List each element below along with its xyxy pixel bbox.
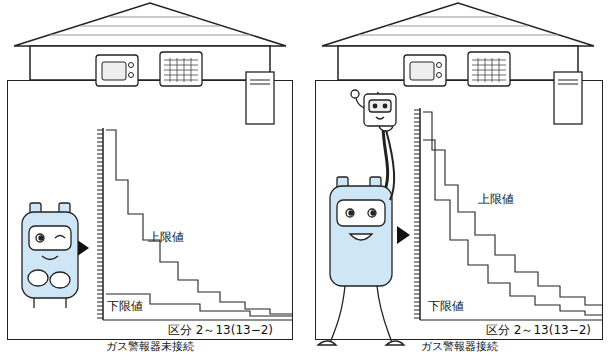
panel-frame: ガス警報器未接続 [7,80,293,340]
chart-label: 下限値 [107,299,143,313]
staircase-chart [423,140,603,315]
house-left [14,3,286,124]
meter-mascot-left [29,226,71,250]
meter-mascot-left [22,212,78,298]
meter-mascot-right [330,186,392,286]
meter-mascot-right [337,200,385,226]
meter-mascot-right [383,125,388,190]
house-right [322,3,594,124]
staircase-chart [423,112,603,305]
gas-alarm-character [351,90,396,126]
meter-mascot-right [386,130,394,200]
meter-mascot-right [349,211,353,215]
scale-ruler [102,128,104,320]
scale-ruler [97,108,420,320]
chart-label: 下限値 [428,299,464,313]
scale-ruler [97,130,103,318]
gas-alarm-character [373,104,377,108]
meter-mascot-right [370,177,381,189]
meter-mascot-right [379,119,393,131]
meter-mascot-right [371,211,375,215]
meter-mascot-right [346,209,354,217]
meter-mascot-left [50,272,70,288]
gas-alarm-character [383,104,387,108]
meter-mascot-left [55,236,65,239]
meter-mascot-left [39,236,43,240]
pointer-arrow [76,239,89,257]
meter-mascot-right [377,92,383,125]
meter-mascot-left [34,298,66,308]
meter-mascot-left [28,270,48,286]
meter-mascot-right [318,341,404,345]
meter-mascot-left [30,203,41,215]
panel-caption: ガス警報器未接続 [8,340,292,354]
gas-alarm-character [351,90,359,98]
chart-label: 上限値 [148,230,184,244]
pointer-arrow [76,226,410,257]
staircase-chart [103,112,603,320]
chart-label: 上限値 [478,192,514,206]
gas-alarm-character [356,96,364,108]
meter-mascot-left [36,234,44,242]
staircase-chart [420,319,603,320]
staircase-chart [103,319,293,320]
staircase-chart [106,130,293,314]
scale-ruler [414,110,420,318]
meter-mascot-right [318,92,404,345]
meter-mascot-left [22,203,78,308]
staircase-chart [106,294,293,316]
chart-label: 区分 2～13(13−2) [486,323,591,337]
scale-ruler [419,108,421,320]
gas-alarm-character [376,117,384,119]
pointer-arrow [397,226,410,244]
chart-label: 区分 2～13(13−2) [168,323,273,337]
meter-mascot-right [350,234,372,240]
gas-alarm-character [364,94,396,126]
gas-alarm-character [369,100,391,112]
meter-mascot-right [330,286,392,343]
meter-mascot-right [368,209,376,217]
panel-caption: ガス警報器接続 [316,340,602,354]
meter-mascot-right [337,177,348,189]
meter-mascot-left [42,256,58,260]
meter-mascot-left [59,203,70,215]
